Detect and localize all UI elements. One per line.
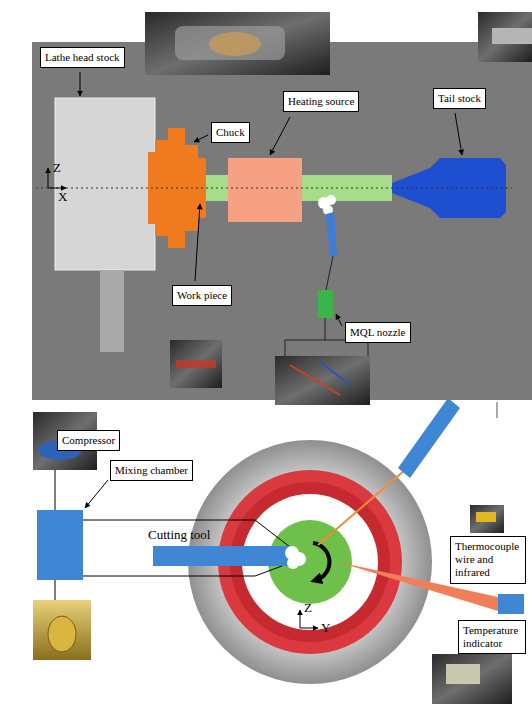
mql-photo-detail (290, 365, 340, 395)
setup-panel (32, 42, 532, 400)
lathe-photo (145, 12, 330, 75)
leader-line (85, 480, 108, 508)
label-box: Work piece (172, 285, 232, 306)
label-box: Tail stock (433, 88, 486, 109)
tailstock-photo (478, 12, 532, 62)
mql-nozzle (326, 212, 337, 256)
axis-z (48, 168, 49, 188)
indicator-photo (432, 654, 512, 704)
axis-label: X (58, 190, 67, 204)
mql-valve (318, 290, 333, 318)
label-text: Temperature indicator (463, 624, 521, 650)
label-text: Compressor (62, 434, 115, 447)
mixing-chamber (37, 510, 83, 580)
infrared-sensor (498, 594, 524, 614)
label-text: Lathe head stock (45, 51, 120, 64)
mql-photo (275, 356, 370, 405)
tailstock-photo-detail (492, 28, 532, 44)
mql-photo-detail (320, 362, 350, 385)
label-text: MQL nozzle (350, 326, 406, 339)
axis-label: Y (321, 621, 330, 635)
headstock (55, 98, 155, 270)
mql-wire (325, 318, 326, 340)
label-box: Chuck (211, 122, 250, 143)
workpiece-photo (170, 340, 222, 388)
part-label: Cutting tool (148, 528, 210, 542)
label-text: Work piece (177, 289, 227, 302)
oil-photo-detail (48, 616, 76, 652)
label-box: MQL nozzle (345, 322, 411, 343)
thermocouple-probe (398, 398, 460, 478)
mark (497, 402, 498, 418)
oil-photo (33, 600, 91, 660)
label-text: Thermocouple wire and infrared (455, 540, 521, 580)
leader-line (270, 117, 290, 155)
axis-label: Z (53, 161, 61, 175)
lathe-photo-detail (209, 32, 261, 56)
mist-spray (326, 195, 336, 205)
mist-spray (287, 557, 299, 569)
axis-x (48, 188, 66, 189)
center-line (36, 188, 512, 189)
ir-gun-photo-detail (476, 512, 496, 522)
tailstock (392, 158, 506, 218)
thermocouple-wire (318, 470, 405, 545)
label-box: Heating source (283, 91, 359, 112)
workpiece-photo-detail (176, 360, 216, 368)
heating-source (228, 158, 302, 222)
label-box: Thermocouple wire and infrared (450, 536, 526, 584)
lathe-photo-detail (175, 26, 285, 60)
label-box: Compressor (57, 430, 120, 451)
axis-z (300, 610, 301, 628)
air-line (55, 470, 56, 510)
label-text: Tail stock (438, 92, 481, 105)
mql-line (83, 520, 290, 547)
leader-line (194, 135, 208, 142)
label-box: Lathe head stock (40, 47, 125, 68)
ir-gun-photo (470, 505, 504, 533)
headstock-base (100, 270, 124, 352)
axis-label: Z (304, 601, 312, 615)
mql-hose (326, 256, 333, 290)
rotation-arrow (313, 543, 329, 580)
label-box: Temperature indicator (458, 620, 526, 654)
indicator-photo-detail (446, 664, 480, 684)
oil-line (55, 580, 56, 600)
leader-line (455, 113, 462, 155)
leader-line (80, 72, 81, 96)
leader-line (195, 204, 200, 281)
label-text: Chuck (216, 126, 245, 139)
cutting-tool (153, 546, 293, 566)
label-text: Mixing chamber (115, 464, 188, 477)
label-box: Mixing chamber (110, 460, 193, 481)
label-text: Heating source (288, 95, 354, 108)
axis-y (300, 628, 318, 629)
leader-line (336, 314, 342, 326)
